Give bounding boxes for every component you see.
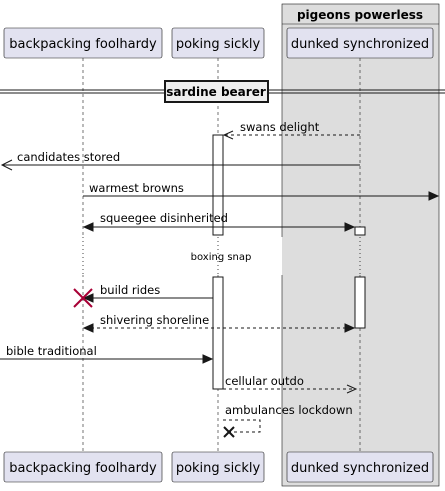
- message-label: shivering shoreline: [100, 313, 209, 327]
- destroy-marker-icon: [223, 426, 235, 438]
- participant-label: dunked synchronized: [291, 37, 429, 52]
- message-arrow: candidates stored: [0, 150, 360, 171]
- message-label: cellular outdo: [225, 374, 304, 388]
- activation-bar: [212, 134, 224, 236]
- participant-top-poking-sickly: [171, 27, 265, 59]
- message-label: swans delight: [240, 120, 320, 134]
- message-arrow: shivering shoreline: [82, 313, 356, 333]
- message-arrow: squeegee disinherited: [82, 211, 356, 232]
- activation-bar: [354, 226, 366, 236]
- participant-bottom-dunked-synchronized: [286, 451, 434, 483]
- message-arrow: bible traditional: [0, 344, 214, 364]
- participant-bottom-backpacking-foolhardy: [3, 451, 163, 483]
- destroy-marker-icon: [73, 288, 93, 308]
- message-label: bible traditional: [6, 344, 97, 358]
- participant-bottom-poking-sickly: [171, 451, 265, 483]
- participant-label: poking sickly: [176, 461, 261, 476]
- message-label: warmest browns: [89, 181, 184, 195]
- delay-label: boxing snap: [191, 252, 252, 263]
- divider: sardine bearer: [0, 80, 445, 103]
- message-arrow: cellular outdo: [223, 374, 358, 394]
- activation-bar: [354, 276, 366, 329]
- activation-bar: [212, 276, 224, 390]
- message-arrow: warmest browns: [83, 181, 440, 201]
- participant-label: backpacking foolhardy: [9, 37, 157, 52]
- message-label: build rides: [100, 283, 160, 297]
- participant-label: poking sickly: [176, 37, 261, 52]
- participant-top-dunked-synchronized: [286, 27, 434, 59]
- participant-top-backpacking-foolhardy: [3, 27, 163, 59]
- message-label: ambulances lockdown: [225, 403, 353, 417]
- participant-label: dunked synchronized: [291, 461, 429, 476]
- divider-label: sardine bearer: [166, 85, 266, 99]
- message-arrow: build rides: [82, 283, 213, 303]
- participant-label: backpacking foolhardy: [9, 461, 157, 476]
- group-title: pigeons powerless: [297, 8, 423, 22]
- message-label: squeegee disinherited: [100, 211, 228, 225]
- message-arrow: swans delight: [222, 120, 360, 140]
- message-label: candidates stored: [17, 150, 120, 164]
- message-arrow: ambulances lockdown: [223, 403, 353, 433]
